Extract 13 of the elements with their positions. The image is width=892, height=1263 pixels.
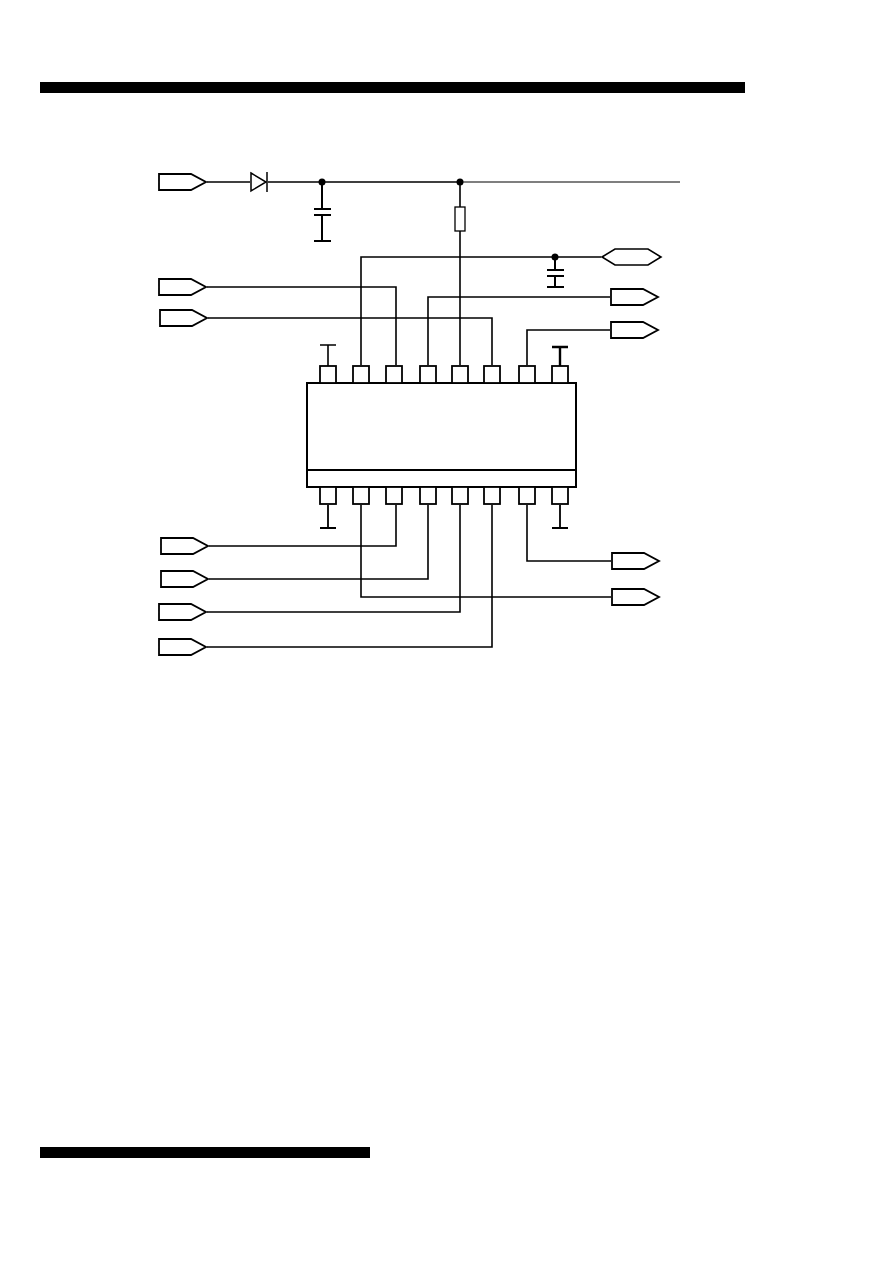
wire xyxy=(208,504,429,580)
wire xyxy=(267,181,461,366)
wire xyxy=(207,317,493,366)
wire xyxy=(208,504,397,547)
wire xyxy=(526,504,612,562)
wire xyxy=(206,181,251,183)
wire xyxy=(427,296,611,366)
wire xyxy=(206,504,461,613)
wire xyxy=(206,504,493,648)
wire xyxy=(206,286,397,366)
wire xyxy=(360,256,602,366)
wire xyxy=(360,504,612,598)
wire xyxy=(526,329,611,366)
